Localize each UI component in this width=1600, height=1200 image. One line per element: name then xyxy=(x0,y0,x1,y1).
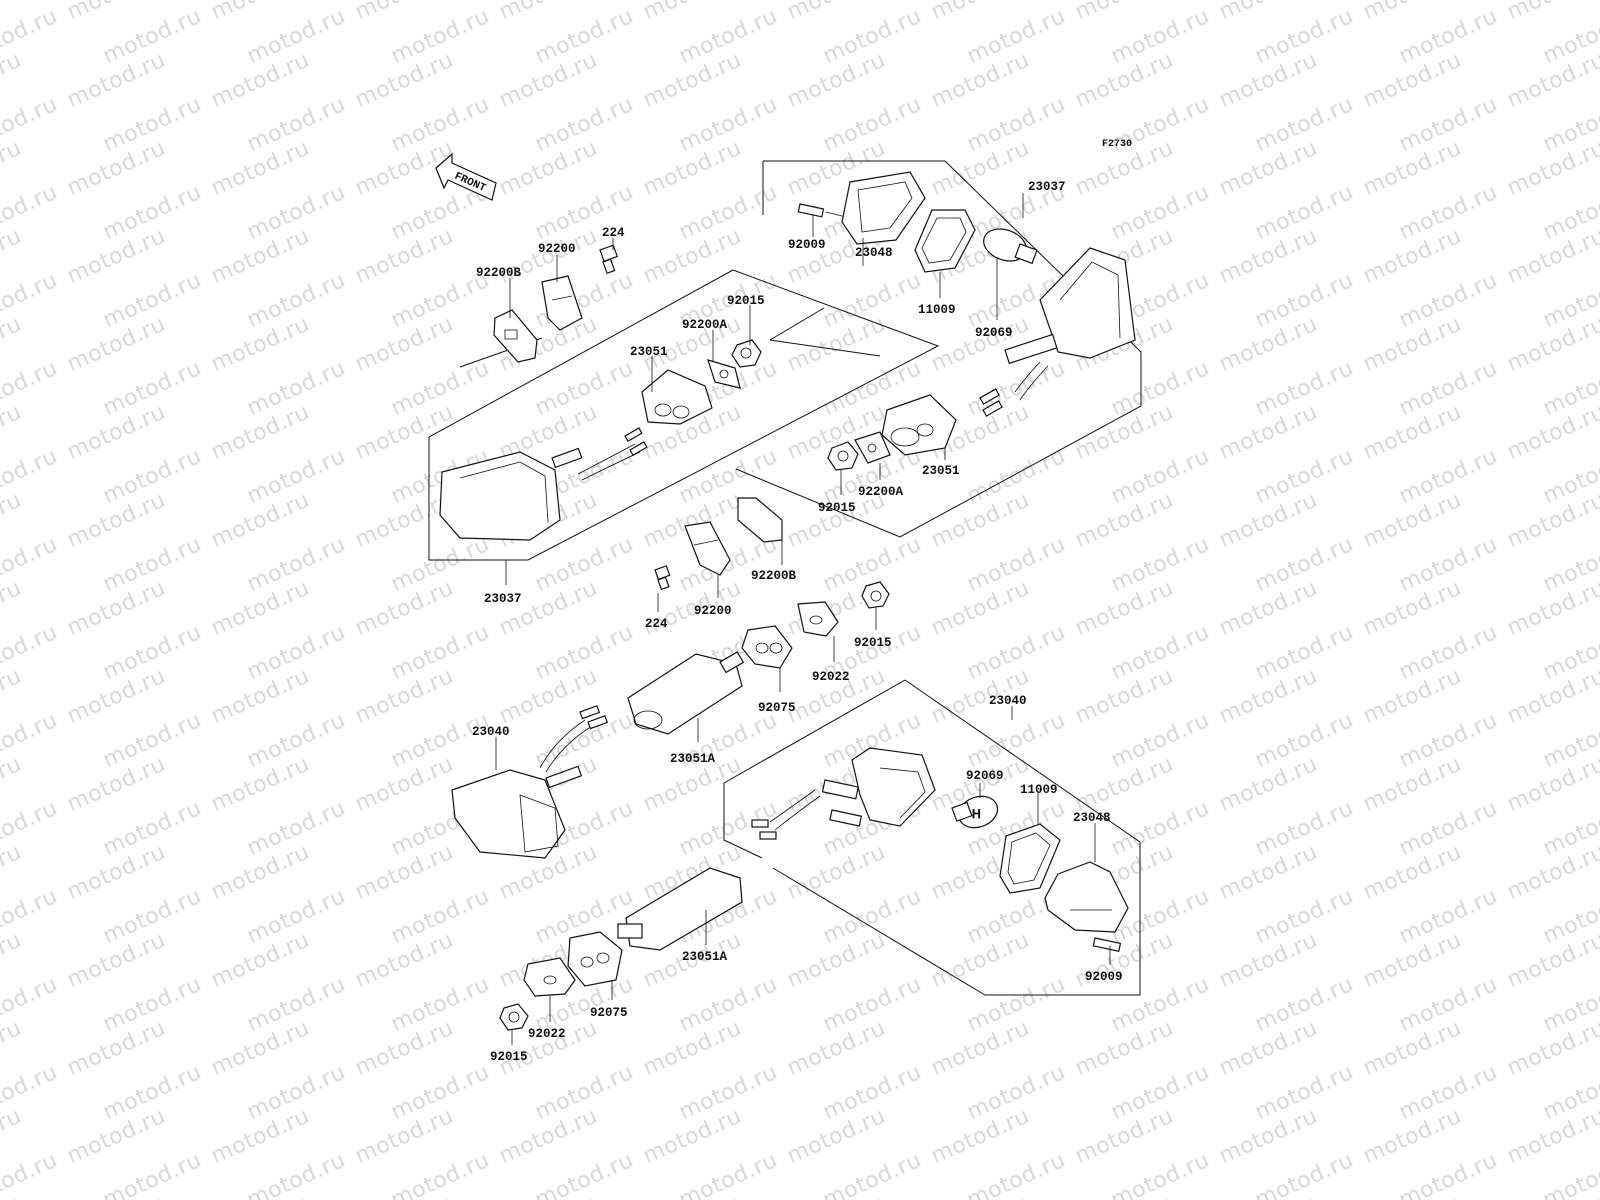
svg-text:H: H xyxy=(972,807,981,821)
lower-right-assembly-frame xyxy=(723,679,1141,996)
label-92200B-upper: 92200B xyxy=(476,266,522,280)
label-92200A-upper: 92200A xyxy=(682,318,728,332)
label-92022-mid: 92022 xyxy=(812,670,850,684)
label-92015-upper: 92015 xyxy=(727,294,765,308)
label-23051A-lower: 23051A xyxy=(682,950,728,964)
plate-92200A-right xyxy=(854,431,891,464)
nut-92015-lower xyxy=(499,1003,529,1031)
label-92200-mid: 92200 xyxy=(694,604,732,618)
label-23051-left: 23051 xyxy=(630,345,668,359)
label-92200-upper: 92200 xyxy=(538,242,576,256)
housing-23040-right xyxy=(751,747,936,840)
label-92069-upper: 92069 xyxy=(975,326,1013,340)
bracket-92200-upper xyxy=(541,275,583,331)
label-92015-mid: 92015 xyxy=(854,636,892,650)
bulb-92069-lower: H xyxy=(951,795,999,829)
nut-92015-upper xyxy=(731,339,762,368)
plate-92022-lower xyxy=(523,957,576,997)
label-92009-upper: 92009 xyxy=(788,238,826,252)
front-direction-arrow: FRONT xyxy=(435,152,497,201)
plate-92022-mid xyxy=(797,601,839,637)
label-92015-lower: 92015 xyxy=(490,1050,528,1064)
label-23051-right: 23051 xyxy=(922,464,960,478)
bulb-92069-upper xyxy=(983,228,1038,265)
housing-23037-left xyxy=(439,427,648,541)
label-224-upper: 224 xyxy=(602,226,625,240)
label-92069-lower: 92069 xyxy=(966,769,1004,783)
seal-92075-mid xyxy=(741,625,793,669)
figure-code: F2730 xyxy=(1102,139,1132,150)
label-92015-right: 92015 xyxy=(818,501,856,515)
grommet-23051-left xyxy=(641,369,713,425)
grommet-23051A-lower xyxy=(617,867,743,951)
label-92075-mid: 92075 xyxy=(758,701,796,715)
nut-92015-right xyxy=(827,441,859,471)
label-23037-upper: 23037 xyxy=(1028,180,1066,194)
label-224-mid: 224 xyxy=(645,617,668,631)
housing-23040-left xyxy=(451,705,609,859)
plate-92200B-upper xyxy=(493,309,538,363)
plate-92200B-mid xyxy=(737,497,783,543)
label-23048-upper: 23048 xyxy=(855,246,893,260)
label-92009-lower: 92009 xyxy=(1085,970,1123,984)
label-11009-lower: 11009 xyxy=(1020,783,1058,797)
lens-23048-upper xyxy=(841,171,926,245)
bracket-92200-mid xyxy=(684,521,731,576)
screw-92009-lower xyxy=(1092,937,1122,952)
label-92022-lower: 92022 xyxy=(528,1027,566,1041)
label-23048-lower: 23048 xyxy=(1073,811,1111,825)
gasket-11009-lower xyxy=(999,823,1061,894)
label-23037-lower: 23037 xyxy=(484,592,522,606)
seal-92075-lower xyxy=(567,931,623,987)
housing-23037-right xyxy=(979,247,1136,417)
bolt-224-mid xyxy=(654,565,671,591)
label-92200A-right: 92200A xyxy=(858,485,904,499)
screw-92009-upper xyxy=(797,203,851,219)
label-92200B-mid: 92200B xyxy=(751,569,797,583)
leader-lines xyxy=(495,193,1111,1045)
gasket-11009-upper xyxy=(914,209,976,273)
label-11009-upper: 11009 xyxy=(918,303,956,317)
label-23051A-mid: 23051A xyxy=(670,752,716,766)
lens-23048-lower xyxy=(1044,861,1129,933)
nut-92015-mid xyxy=(861,581,890,609)
grommet-23051A-mid xyxy=(627,651,745,735)
label-23040-right: 23040 xyxy=(989,694,1027,708)
upper-right-assembly-frame xyxy=(735,160,1142,538)
bolt-224-upper xyxy=(599,244,619,275)
label-23040-left: 23040 xyxy=(472,725,510,739)
grommet-23051-right xyxy=(881,394,957,456)
label-92075-lower: 92075 xyxy=(590,1006,628,1020)
plate-92200A-upper xyxy=(707,359,741,389)
